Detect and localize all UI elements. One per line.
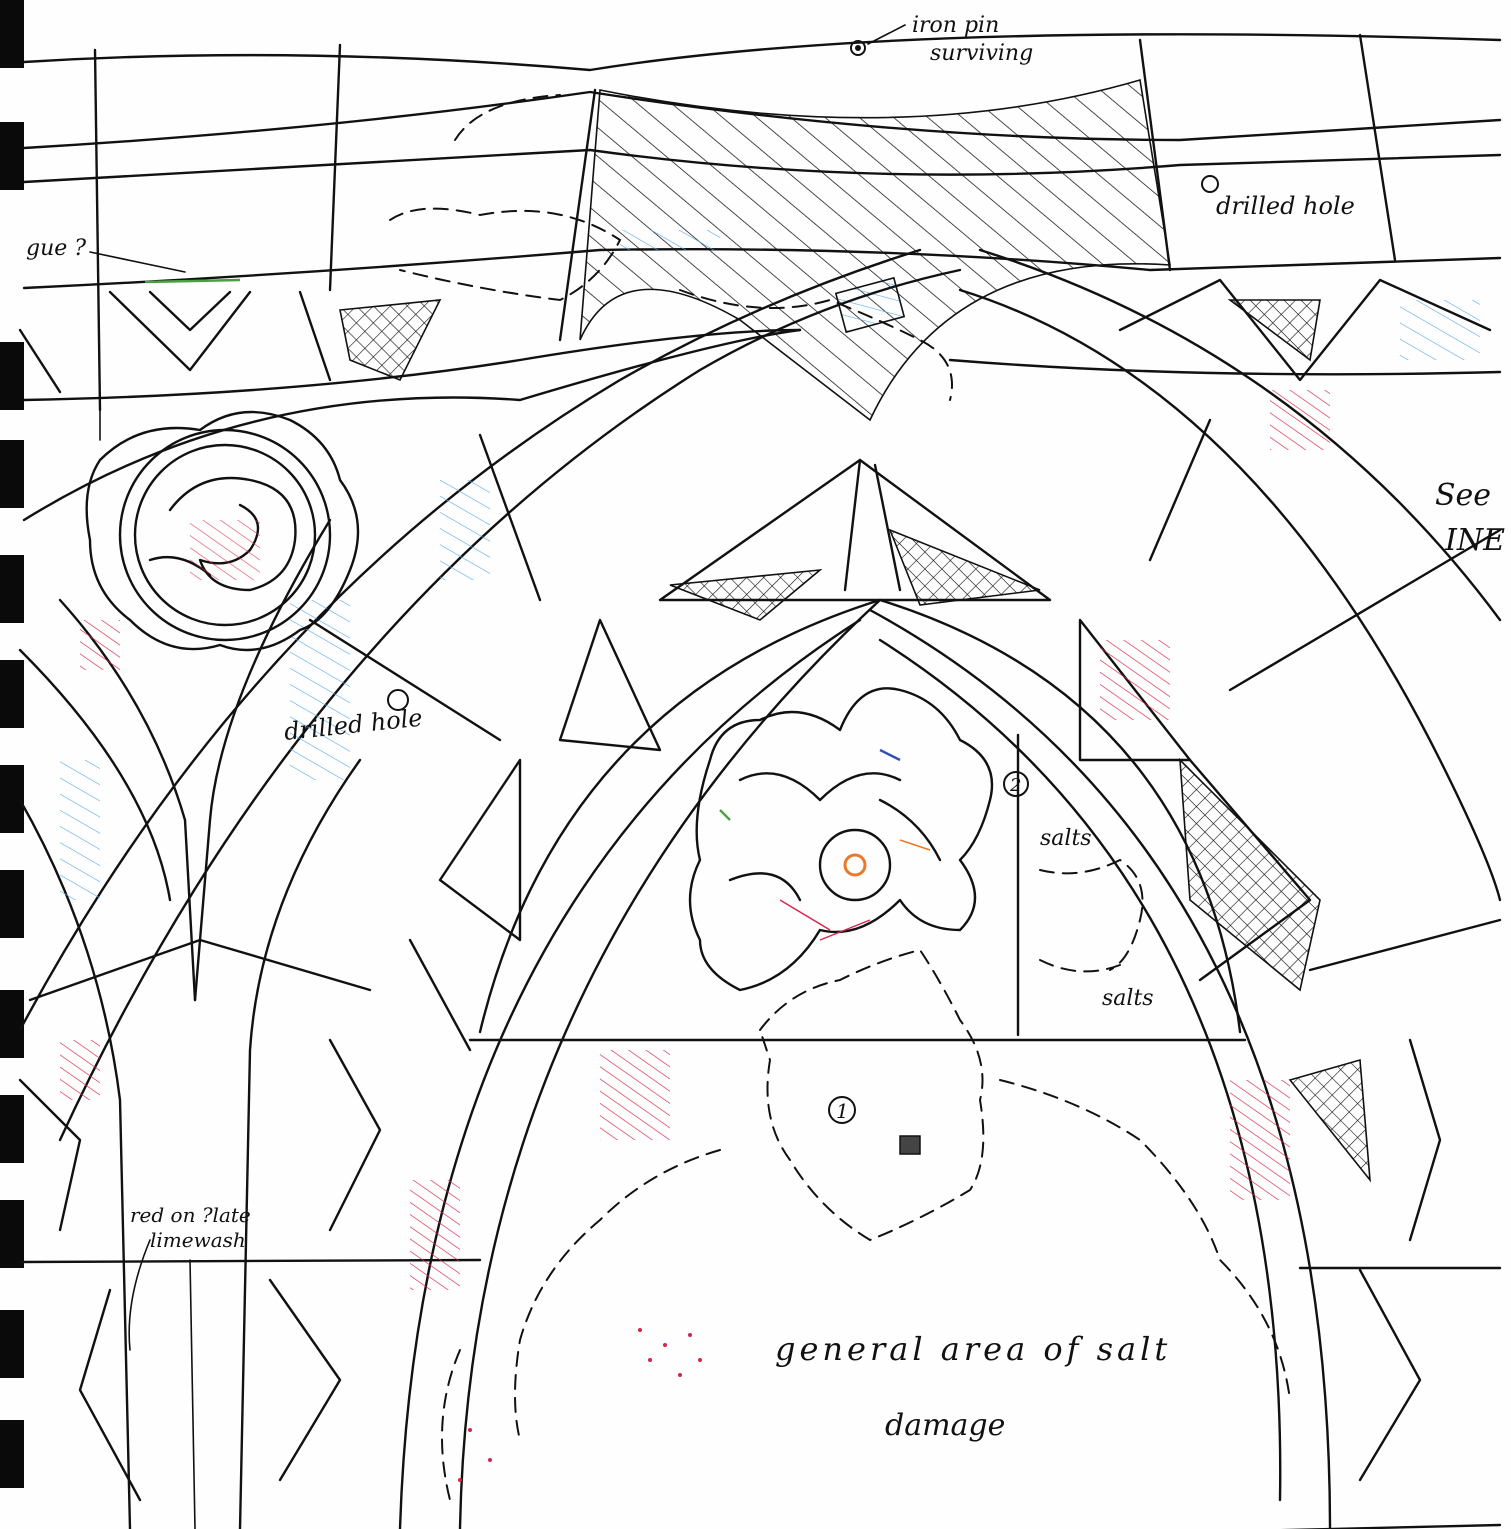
outer-arches [18, 248, 1502, 1529]
red-note-label: red on ?late [130, 1203, 251, 1227]
see-label: See [1435, 478, 1491, 513]
iron-pin-marker [850, 24, 906, 56]
salt-damage-outlines [441, 858, 1291, 1501]
binding-marks [0, 0, 24, 1488]
salts-label-lower: salts [1102, 986, 1154, 1011]
left-rosette-boss [85, 410, 360, 652]
general-area-label-2: damage [885, 1408, 1005, 1443]
central-foliage-boss [688, 687, 994, 992]
iron-pin-label: iron pin [912, 13, 999, 38]
callout-arrows [89, 251, 186, 1351]
coffers [18, 278, 1492, 1482]
see-label-2: INE [1444, 523, 1505, 558]
general-area-label: general area of salt [775, 1330, 1171, 1368]
left-column [18, 518, 382, 1529]
svg-text:2: 2 [1009, 775, 1021, 796]
drilled-hole-marker-left [387, 689, 409, 711]
drilled-hole-marker-top [1201, 175, 1219, 193]
red-note-label-2: limewash [150, 1228, 246, 1252]
marker-2: 2 [1003, 771, 1029, 797]
svg-text:1: 1 [836, 1099, 849, 1123]
pigment-traces [60, 230, 1480, 1290]
dotted-salt-patch [458, 1328, 702, 1482]
gue-label: gue ? [26, 236, 86, 261]
marker-1: 1 [828, 1096, 856, 1124]
drilled-hole-label-top: drilled hole [1216, 192, 1355, 220]
iron-pin-label-2: surviving [930, 41, 1033, 66]
square-fixing-marker [899, 1135, 921, 1155]
salts-label-upper: salts [1040, 826, 1092, 851]
hatched-crown [389, 78, 1171, 422]
